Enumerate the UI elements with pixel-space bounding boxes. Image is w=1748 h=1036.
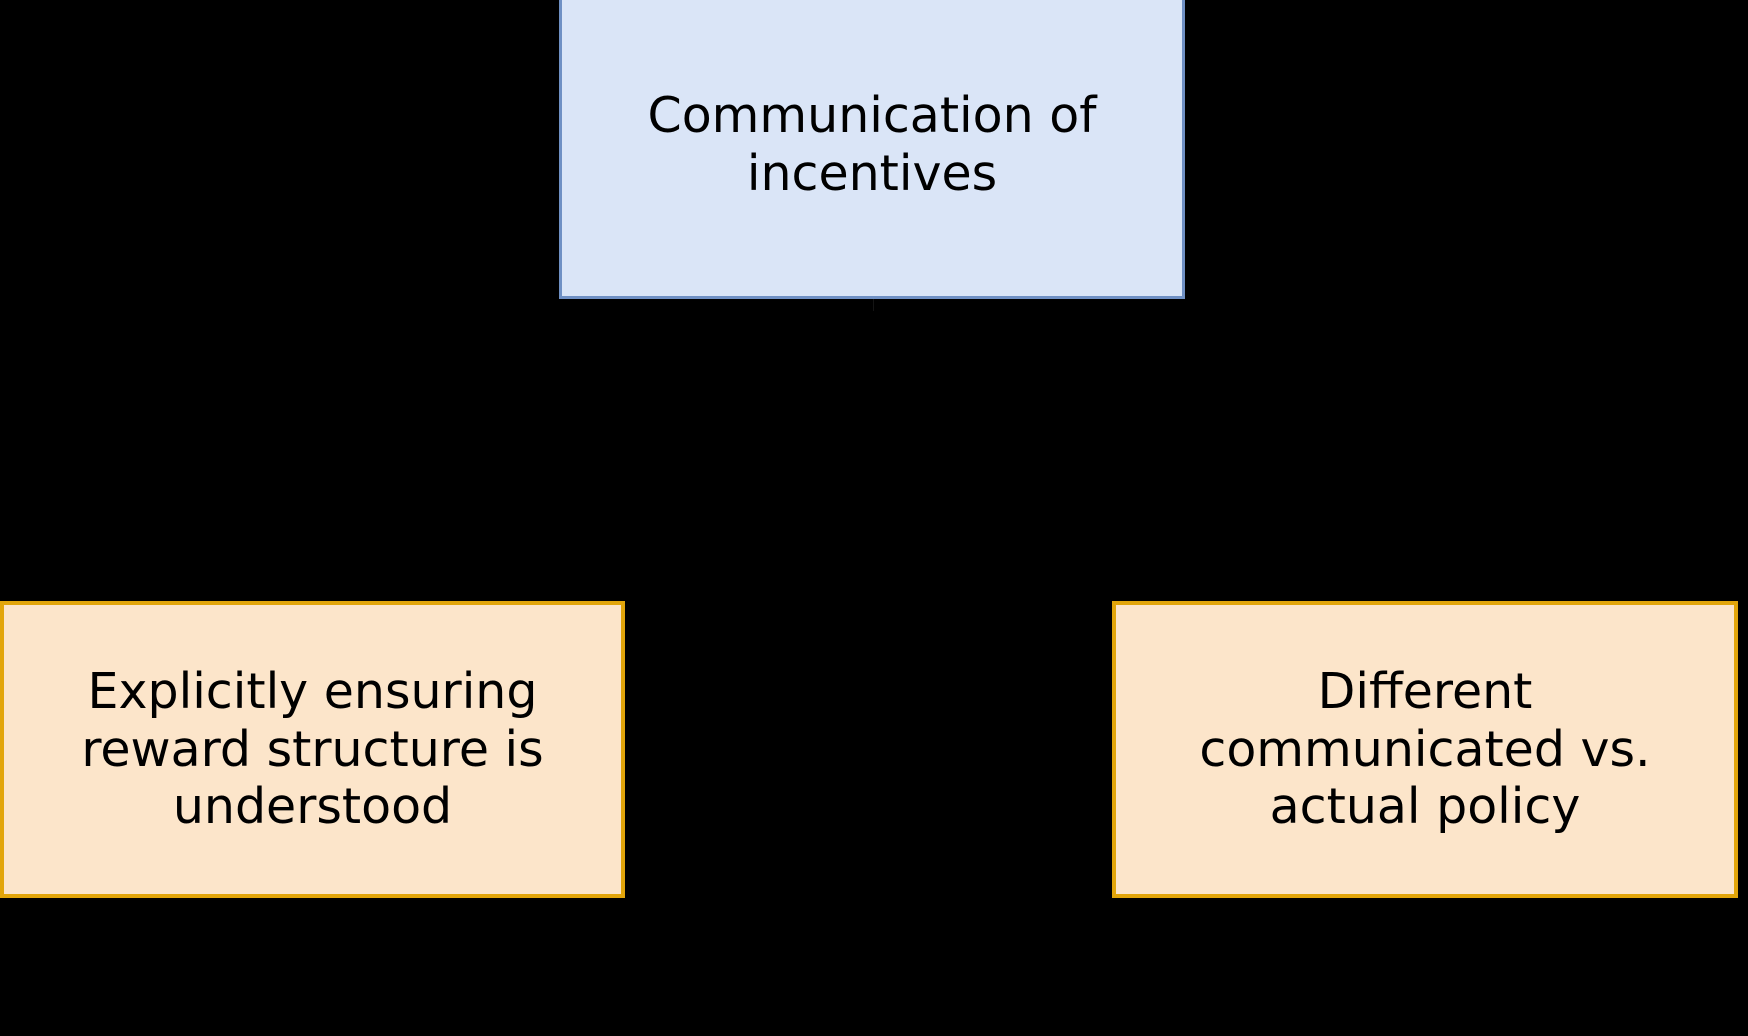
connector-to-leaf-right xyxy=(1423,449,1426,601)
node-communication-of-incentives[interactable]: Communication of incentives xyxy=(559,0,1185,299)
node-label-leaf-right: Different communicated vs. actual policy xyxy=(1199,662,1651,836)
node-label-leaf-left: Explicitly ensuring reward structure is … xyxy=(81,662,544,836)
connector-trunk xyxy=(870,299,873,450)
connector-rail xyxy=(311,449,1425,452)
node-different-communicated-vs-actual-policy[interactable]: Different communicated vs. actual policy xyxy=(1112,601,1738,898)
connector-to-leaf-left xyxy=(311,449,314,601)
node-explicitly-ensuring-reward-structure-is-understood[interactable]: Explicitly ensuring reward structure is … xyxy=(0,601,625,898)
node-label-root: Communication of incentives xyxy=(647,86,1097,202)
